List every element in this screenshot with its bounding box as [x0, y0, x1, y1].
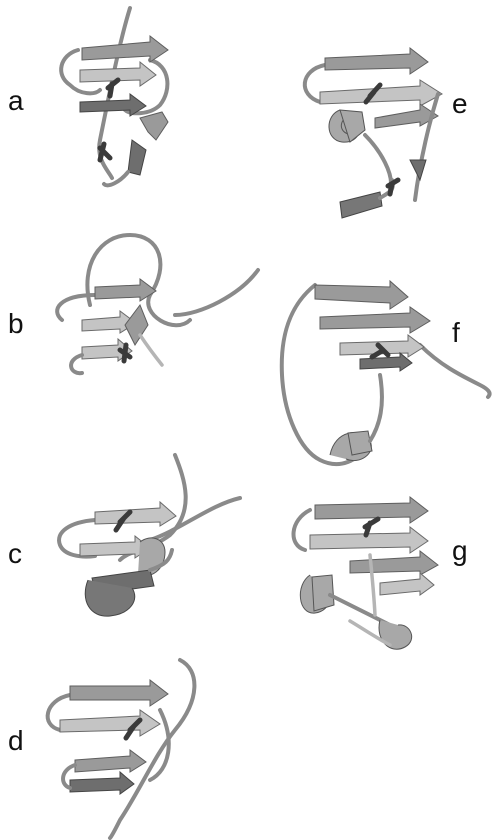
protein-structure-g [270, 495, 470, 685]
panel-g: g [270, 495, 493, 685]
protein-structure-a [0, 0, 200, 200]
panel-e: e [270, 30, 493, 230]
panel-f: f [260, 265, 493, 480]
panel-a: a [0, 0, 200, 200]
protein-structure-d [0, 650, 270, 840]
protein-structure-c [0, 450, 270, 640]
panel-c: c [0, 450, 270, 640]
protein-structure-b [0, 225, 270, 405]
protein-structure-e [270, 30, 470, 230]
panel-b: b [0, 225, 270, 405]
protein-structure-f [260, 265, 493, 480]
panel-d: d [0, 650, 270, 840]
